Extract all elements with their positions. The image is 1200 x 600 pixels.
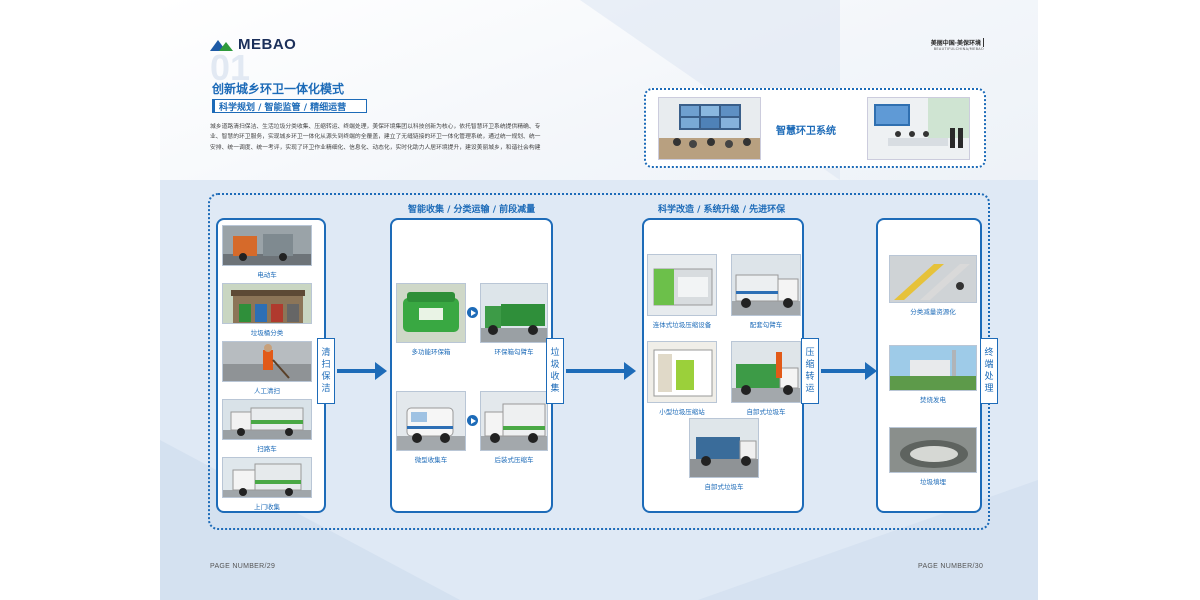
item-caption: 微型收集车	[414, 456, 448, 464]
manual-sweeping-photo	[222, 341, 312, 382]
brand-slogan: 美丽中国·美保环境 BEAUTIFULCHINA/MEBAO	[931, 38, 984, 51]
stage3-header: 科学改造 / 系统升级 / 先进环保	[658, 205, 786, 215]
stage1-label: 清扫保洁	[317, 338, 335, 404]
flow-arrow	[337, 362, 387, 380]
meeting-room-photo	[867, 97, 970, 160]
sorting-bins-photo	[222, 283, 312, 324]
page-number-right: PAGE NUMBER/30	[918, 563, 984, 570]
section-subtitle: 科学规划 / 智能监管 / 精细运营	[212, 99, 367, 113]
item-caption: 分类减量资源化	[910, 308, 956, 316]
stage1-label-text: 清扫保洁	[321, 348, 331, 394]
section-title: 创新城乡环卫一体化模式	[212, 82, 345, 96]
brochure-spread: MEBAO 美丽中国·美保环境 BEAUTIFULCHINA/MEBAO 01 …	[160, 0, 1038, 600]
item-caption: 垃圾桶分类	[250, 329, 284, 337]
stage3-label: 压缩转运	[801, 338, 819, 404]
item-caption: 小型垃圾压缩站	[659, 408, 705, 416]
dump-truck-photo	[689, 418, 759, 478]
stage-collection	[390, 218, 553, 513]
compactor-truck-photo	[480, 391, 548, 451]
street-sweeper-photo	[222, 399, 312, 440]
slogan-cn: 美丽中国·美保环境	[931, 38, 984, 47]
item-caption: 连体式垃圾压缩设备	[652, 321, 712, 329]
slogan-en: BEAUTIFULCHINA/MEBAO	[933, 47, 984, 51]
item-caption: 焚烧发电	[920, 396, 946, 404]
item-caption: 环保箱勾臂车	[494, 348, 534, 356]
logo-text: MEBAO	[238, 36, 297, 53]
dump-truck-photo	[731, 341, 801, 403]
stage2-label: 垃圾收集	[546, 338, 564, 404]
subtitle-text: 科学规划 / 智能监管 / 精细运营	[219, 102, 347, 113]
item-caption: 多功能环保箱	[411, 348, 451, 356]
smart-system-label: 智慧环卫系统	[776, 126, 836, 137]
item-caption: 自卸式垃圾车	[704, 483, 744, 491]
item-caption: 后装式压缩车	[494, 456, 534, 464]
section-number: 01	[210, 47, 251, 88]
item-caption: 垃圾填埋	[920, 478, 946, 486]
item-caption: 配套勾臂车	[749, 321, 783, 329]
arrow-right-icon	[467, 415, 478, 426]
incineration-plant-photo	[889, 345, 977, 391]
arrow-right-icon	[467, 307, 478, 318]
small-compression-station-photo	[647, 341, 717, 403]
stage2-label-text: 垃圾收集	[550, 348, 560, 394]
smart-system-panel: 智慧环卫系统	[644, 88, 986, 168]
flow-arrow	[821, 362, 877, 380]
item-caption: 人工清扫	[254, 387, 280, 395]
page-number-left: PAGE NUMBER/29	[210, 563, 276, 570]
item-caption: 电动车	[257, 271, 277, 279]
stage2-header: 智能收集 / 分类运输 / 前段减量	[408, 205, 536, 215]
electric-vehicle-photo	[222, 225, 312, 266]
compression-equipment-photo	[647, 254, 717, 316]
item-caption: 上门收集	[254, 503, 280, 511]
section-body: 城乡道路清扫保洁、生活垃圾分类收集、压缩转运、终端处理，美保环境集团以科技创新为…	[210, 124, 541, 151]
item-caption: 自卸式垃圾车	[746, 408, 786, 416]
flow-arrow	[566, 362, 636, 380]
eco-box-photo	[396, 283, 466, 343]
door-collection-photo	[222, 457, 312, 498]
logo-mountain-icon	[210, 39, 234, 51]
mini-collection-truck-photo	[396, 391, 466, 451]
brand-logo: MEBAO	[210, 36, 296, 53]
resource-sorting-photo	[889, 255, 977, 303]
matching-hook-truck-photo	[731, 254, 801, 316]
stage3-label-text: 压缩转运	[805, 348, 815, 394]
item-caption: 扫路车	[257, 445, 277, 453]
landfill-photo	[889, 427, 977, 473]
control-room-photo	[658, 97, 761, 160]
stage4-label: 终端处理	[980, 338, 998, 404]
stage4-label-text: 终端处理	[984, 348, 994, 394]
hook-arm-truck-photo	[480, 283, 548, 343]
